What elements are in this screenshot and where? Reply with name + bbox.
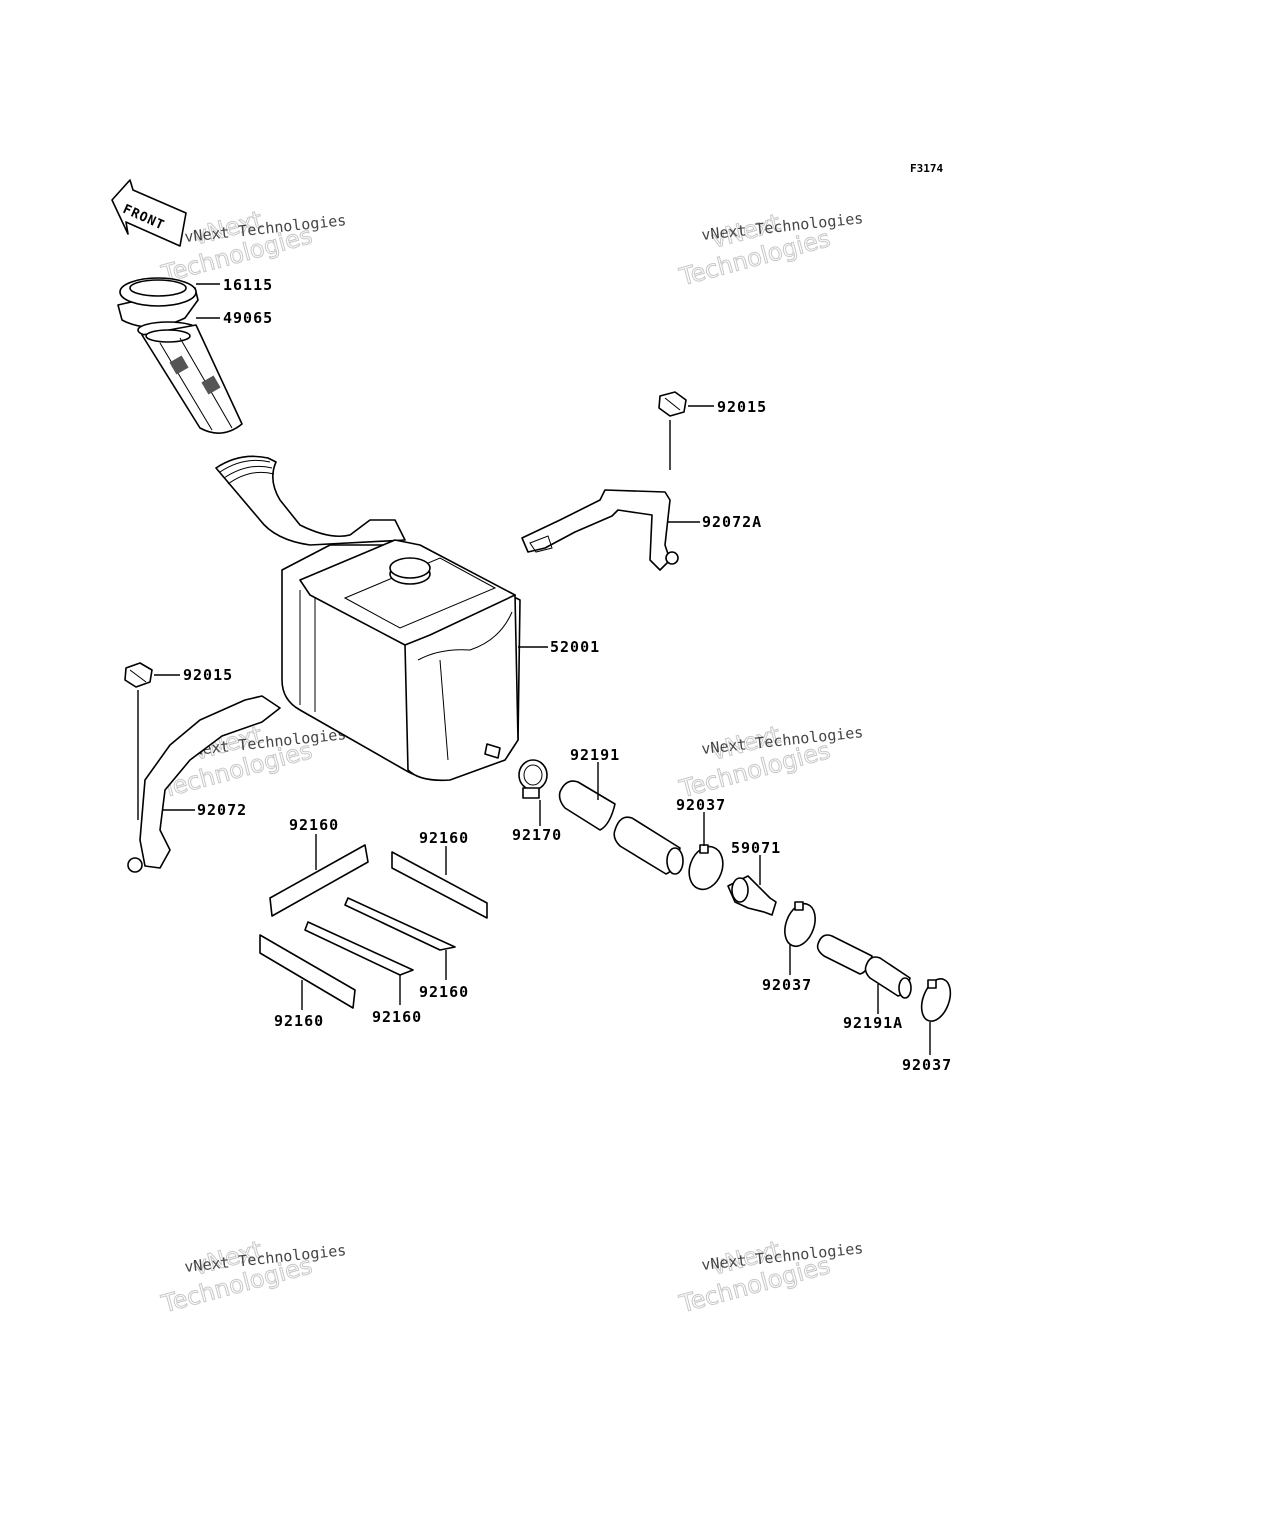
label-16115: 16115 <box>223 276 273 294</box>
clip-92037-c <box>920 978 952 1055</box>
watermark-bottom-right: vNext Technologies <box>675 1235 833 1319</box>
bracket-92072 <box>127 695 281 873</box>
label-92160-b: 92160 <box>419 829 469 847</box>
nut-92015-top <box>658 391 714 470</box>
label-92015-left: 92015 <box>183 666 233 684</box>
valve-59071 <box>727 855 777 916</box>
figure-code: F3174 <box>910 162 943 175</box>
label-59071: 59071 <box>731 839 781 857</box>
label-92191A: 92191A <box>843 1014 903 1032</box>
label-92160-d: 92160 <box>372 1008 422 1026</box>
clip-92037-b <box>784 901 816 975</box>
watermark-bottom-left: vNext Technologies <box>157 1235 315 1319</box>
hose-92191A <box>816 934 912 1014</box>
watermark-mid-right: vNext Technologies <box>675 720 833 804</box>
label-92191: 92191 <box>570 746 620 764</box>
watermark-top-right: vNext Technologies <box>675 208 833 292</box>
label-92037-c: 92037 <box>902 1056 952 1074</box>
nut-92015-left <box>124 662 180 820</box>
label-92160-a: 92160 <box>289 816 339 834</box>
clamp-92170 <box>518 759 548 826</box>
label-92015-top: 92015 <box>717 398 767 416</box>
label-92170: 92170 <box>512 826 562 844</box>
label-52001: 52001 <box>550 638 600 656</box>
cap-16115 <box>117 277 220 328</box>
pad-a <box>269 844 369 917</box>
pad-e <box>259 934 356 1009</box>
label-92037-b: 92037 <box>762 976 812 994</box>
label-92072A: 92072A <box>702 513 762 531</box>
front-arrow-icon: FRONT <box>111 179 187 247</box>
clip-92037-a <box>688 812 724 891</box>
oil-tank-52001 <box>215 455 548 782</box>
hose-92191 <box>558 762 684 875</box>
label-92160-c: 92160 <box>419 983 469 1001</box>
pad-b <box>391 851 488 919</box>
filler-neck-49065 <box>137 317 243 434</box>
pad-c <box>344 897 456 951</box>
pads-92160 <box>259 834 488 1010</box>
label-92160-e: 92160 <box>274 1012 324 1030</box>
label-92037-a: 92037 <box>676 796 726 814</box>
label-92072: 92072 <box>197 801 247 819</box>
label-49065: 49065 <box>223 309 273 327</box>
bracket-92072A <box>521 489 700 571</box>
